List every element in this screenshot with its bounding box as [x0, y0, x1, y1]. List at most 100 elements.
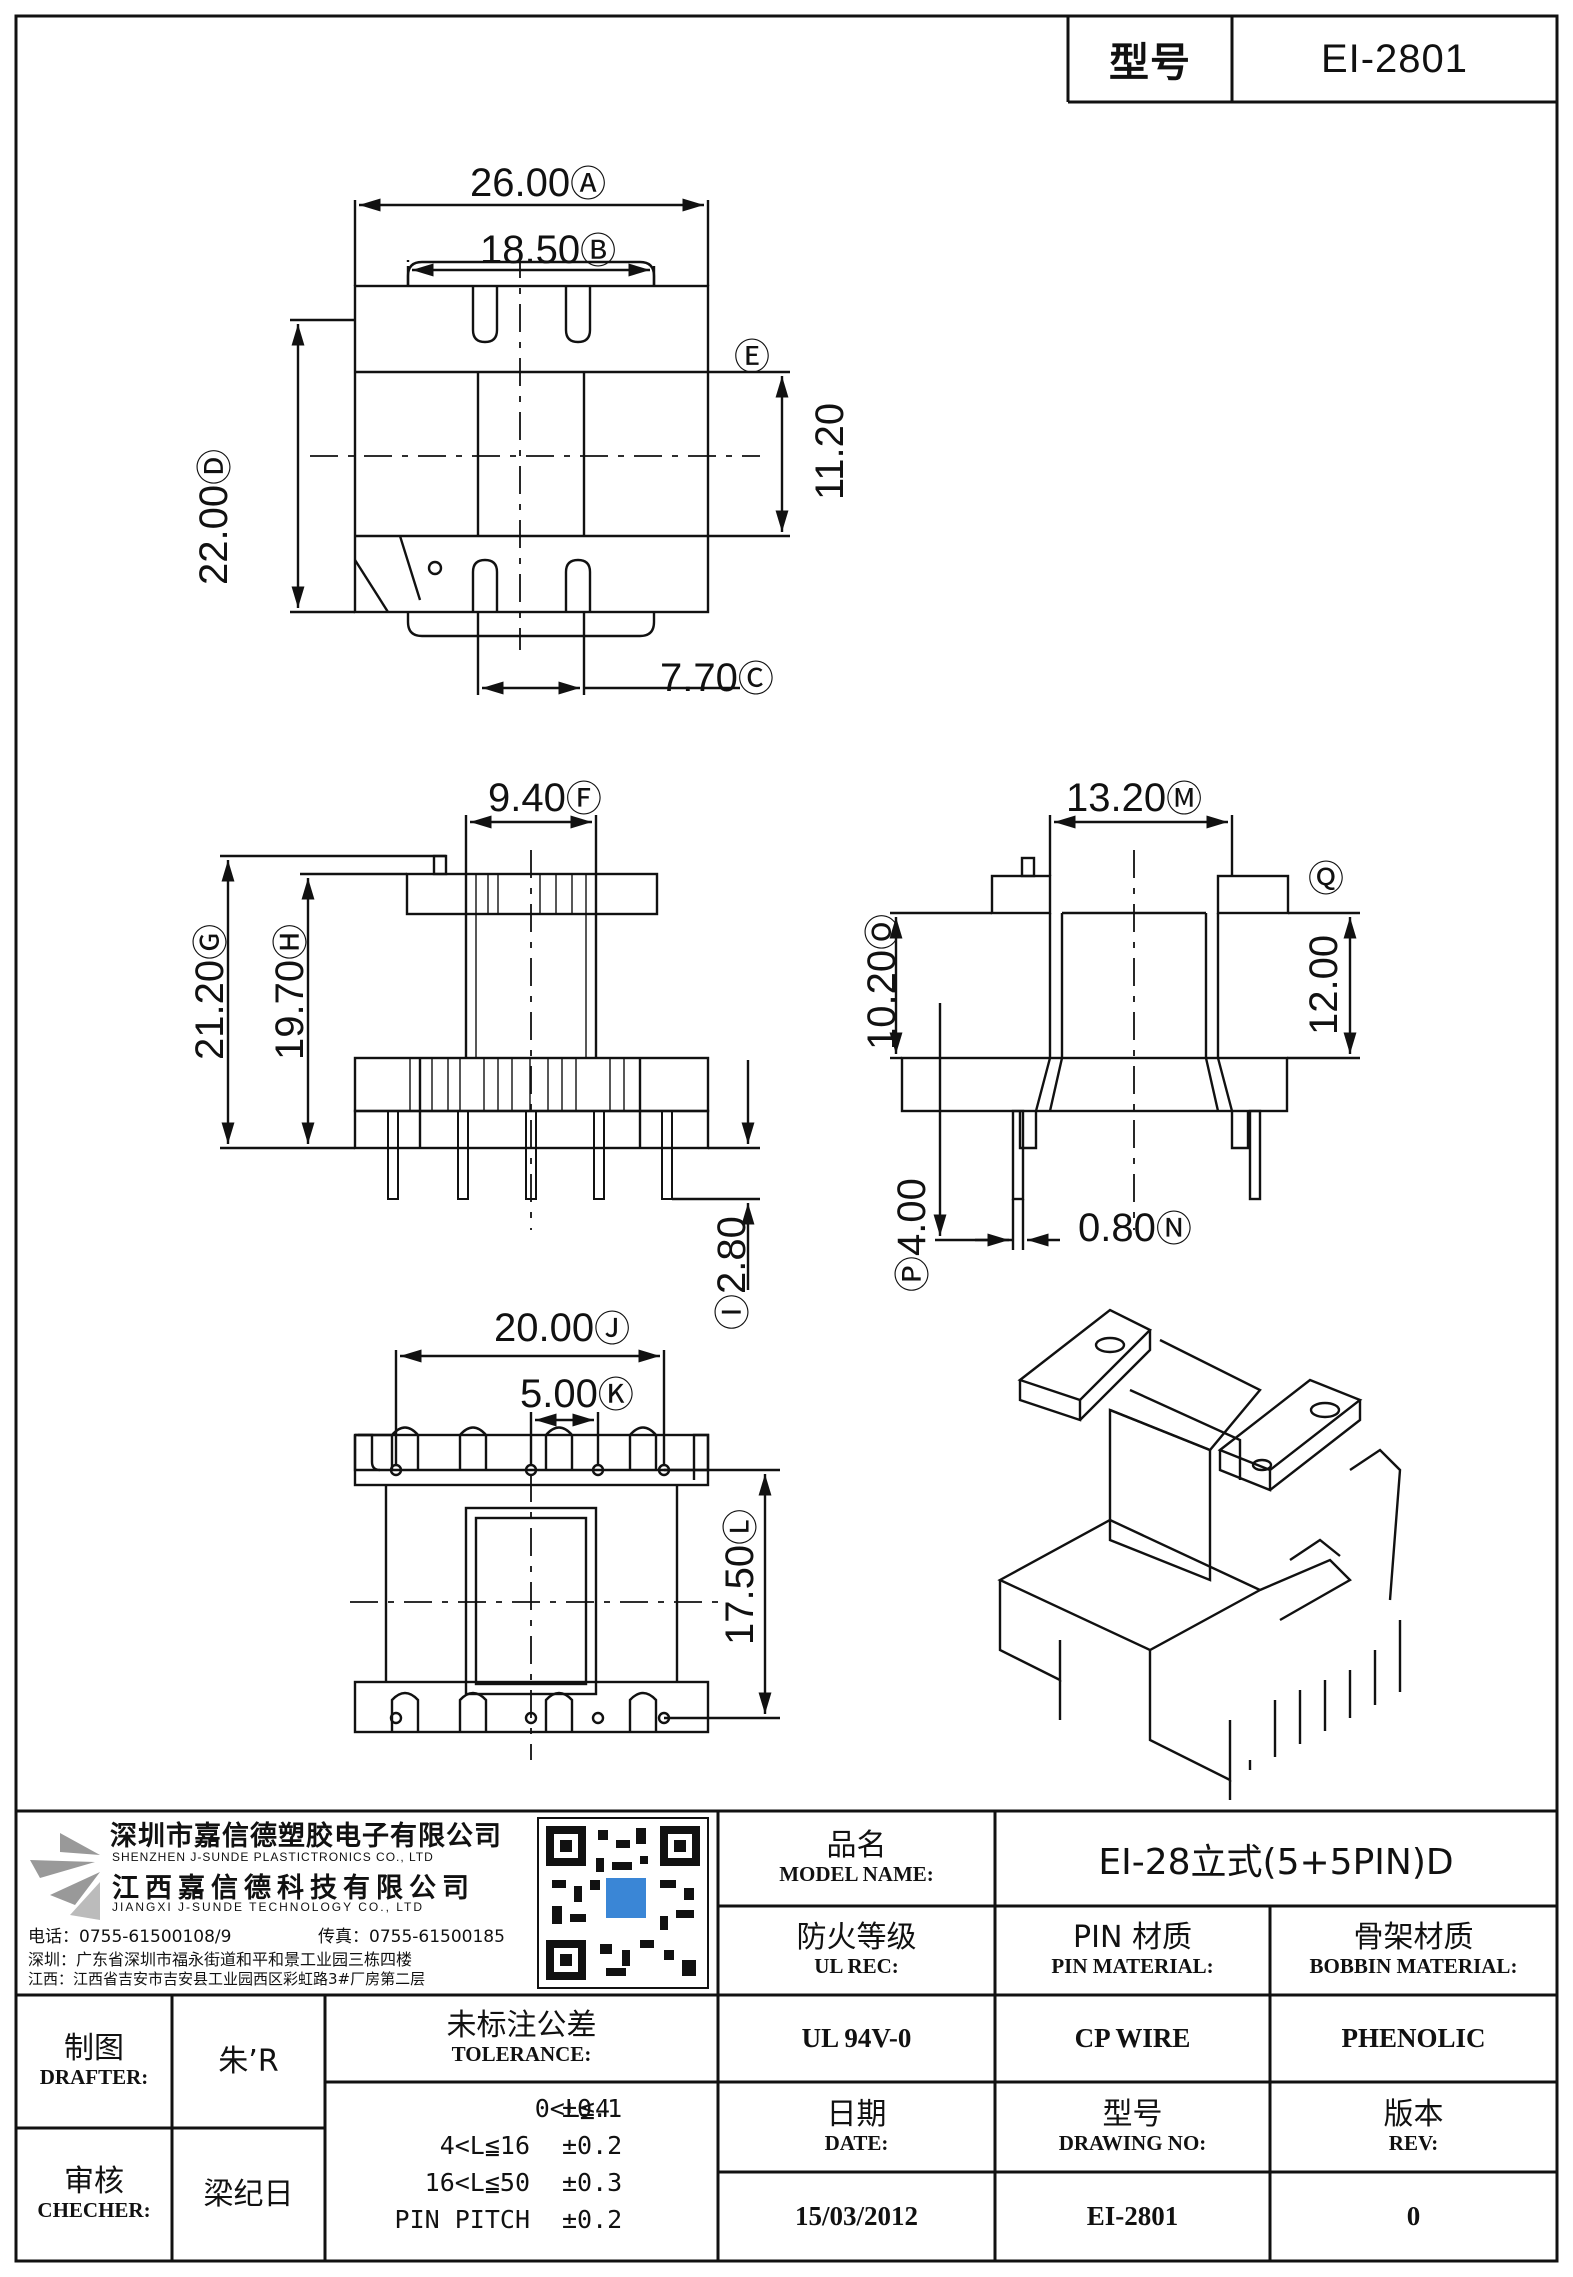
drawing-no-label-cn: 型号	[1102, 2096, 1163, 2132]
company-tel: 电话：0755-61500108/9	[28, 1927, 232, 1947]
header-label: 型号	[1068, 16, 1232, 102]
drafter-value-text: 朱’R	[218, 2044, 279, 2079]
qr-code	[537, 1817, 709, 1989]
tolerance-range-1: 4<L≦16	[439, 2131, 530, 2160]
model-value: EI-28立式(5+5PIN)D	[995, 1811, 1557, 1906]
dim-A-value: 26.00	[470, 161, 571, 205]
model-value-text: EI-28立式(5+5PIN)D	[1098, 1841, 1454, 1883]
ul-value-text: UL 94V-0	[801, 2023, 912, 2053]
dim-C: 7.70Ⓒ	[660, 656, 774, 700]
rev-label-en: REV:	[1388, 2130, 1439, 2155]
rev-value-text: 0	[1406, 2201, 1421, 2231]
dim-Q: 12.00	[1302, 935, 1347, 1035]
dim-O: 10.20Ⓞ	[860, 913, 904, 1050]
header-value-text: EI-2801	[1320, 36, 1469, 81]
company-name-en: SHENZHEN J-SUNDE PLASTICTRONICS CO., LTD	[112, 1850, 434, 1864]
dim-G: 21.20Ⓖ	[188, 923, 232, 1060]
side-view	[889, 815, 1360, 1250]
dim-J: 20.00Ⓙ	[494, 1306, 631, 1350]
tolerance-range-3: PIN PITCH	[394, 2205, 530, 2234]
header-label-text: 型号	[1109, 40, 1191, 86]
rev-label: 版本 REV:	[1270, 2082, 1557, 2172]
bobbin-value-text: PHENOLIC	[1341, 2023, 1486, 2053]
dim-M-value: 13.20	[1066, 776, 1167, 820]
tolerance-title-cn: 未标注公差	[446, 2008, 597, 2044]
dim-N-value: 0.80	[1078, 1206, 1156, 1250]
dim-E-letter: Ⓔ	[734, 336, 771, 377]
drawing-no-label-en: DRAWING NO:	[1058, 2130, 1207, 2155]
date-label-cn: 日期	[826, 2096, 887, 2132]
dim-L: 17.50Ⓛ	[718, 1508, 762, 1645]
dim-K-value: 5.00	[520, 1372, 598, 1416]
dim-H-value: 19.70	[268, 959, 312, 1060]
dim-P: Ⓟ4.00	[890, 1178, 934, 1292]
dim-M: 13.20Ⓜ	[1066, 776, 1203, 820]
tolerance-title: 未标注公差 TOLERANCE:	[325, 1995, 718, 2082]
pin-label: PIN 材质 PIN MATERIAL:	[995, 1906, 1270, 1995]
top-view	[290, 198, 790, 695]
drafter-label-cn: 制图	[64, 2031, 124, 2067]
drafter-label: 制图 DRAFTER:	[16, 1995, 172, 2128]
dim-I: Ⓘ2.80	[710, 1216, 754, 1330]
bobbin-label: 骨架材质 BOBBIN MATERIAL:	[1270, 1906, 1557, 1995]
company-name-cn: 深圳市嘉信德塑胶电子有限公司	[110, 1821, 502, 1852]
date-value-text: 15/03/2012	[794, 2201, 918, 2231]
company-fax: 传真：0755-61500185	[318, 1927, 505, 1947]
date-label: 日期 DATE:	[718, 2082, 995, 2172]
drawing-no-value-text: EI-2801	[1086, 2201, 1179, 2231]
dim-L-value: 17.50	[718, 1544, 762, 1645]
date-label-en: DATE:	[824, 2130, 889, 2155]
tolerance-value-1: ±0.2	[562, 2131, 623, 2160]
dim-E: 11.20	[808, 403, 853, 500]
company-addr1: 深圳：广东省深圳市福永街道和平和景工业园三栋四楼	[28, 1950, 413, 1969]
company2-name-en: JIANGXI J-SUNDE TECHNOLOGY CO., LTD	[112, 1900, 425, 1914]
drawing-no-label: 型号 DRAWING NO:	[995, 2082, 1270, 2172]
company-logo	[30, 1833, 100, 1920]
drawing-no-value: EI-2801	[995, 2172, 1270, 2261]
rev-value: 0	[1270, 2172, 1557, 2261]
dim-B-value: 18.50	[480, 228, 581, 272]
checker-value-text: 梁纪日	[203, 2177, 294, 2212]
dim-B: 18.50Ⓑ	[480, 228, 617, 272]
dim-K: 5.00Ⓚ	[520, 1372, 634, 1416]
bottom-view	[350, 1349, 780, 1760]
checker-value: 梁纪日	[172, 2128, 325, 2261]
dim-D-value: 22.00	[192, 484, 236, 585]
dim-A: 26.00Ⓐ	[470, 161, 607, 205]
sheet-border	[14, 14, 1559, 2263]
checker-label-cn: 审核	[64, 2164, 124, 2200]
rev-label-cn: 版本	[1383, 2096, 1444, 2132]
checker-label: 审核 CHECHER:	[16, 2128, 172, 2261]
date-value: 15/03/2012	[718, 2172, 995, 2261]
header-box	[1066, 16, 1557, 104]
dim-I-value: 2.80	[710, 1216, 754, 1294]
header-value: EI-2801	[1232, 16, 1557, 102]
ul-label-cn: 防火等级	[796, 1920, 917, 1956]
tolerance-value-0: ±0.1	[562, 2094, 623, 2123]
dim-D: 22.00Ⓓ	[192, 448, 236, 585]
drafter-label-en: DRAFTER:	[39, 2065, 149, 2090]
tolerance-title-en: TOLERANCE:	[451, 2042, 592, 2067]
company-addr2: 江西：江西省吉安市吉安县工业园西区彩虹路3#厂房第二层	[28, 1970, 426, 1988]
dim-Q-value: 12.00	[1302, 934, 1346, 1035]
model-label-en: MODEL NAME:	[779, 1862, 934, 1887]
dim-G-value: 21.20	[188, 959, 232, 1060]
front-view	[220, 815, 760, 1290]
dim-C-value: 7.70	[660, 656, 738, 700]
bobbin-label-en: BOBBIN MATERIAL:	[1309, 1954, 1518, 1979]
checker-label-en: CHECHER:	[37, 2198, 151, 2223]
tolerance-range-0: 0<L≦4	[534, 2094, 610, 2123]
pin-value: CP WIRE	[995, 1995, 1270, 2082]
title-block	[16, 1809, 1557, 2261]
drafter-value: 朱’R	[172, 1995, 325, 2128]
pin-value-text: CP WIRE	[1074, 2023, 1191, 2053]
model-label-cn: 品名	[826, 1828, 887, 1864]
dim-F-value: 9.40	[488, 776, 566, 820]
ul-label: 防火等级 UL REC:	[718, 1906, 995, 1995]
isometric-view	[997, 1308, 1402, 1800]
ul-label-en: UL REC:	[814, 1954, 899, 1979]
bobbin-value: PHENOLIC	[1270, 1995, 1557, 2082]
dim-P-value: 4.00	[890, 1178, 934, 1256]
dim-N: 0.80Ⓝ	[1078, 1206, 1192, 1250]
